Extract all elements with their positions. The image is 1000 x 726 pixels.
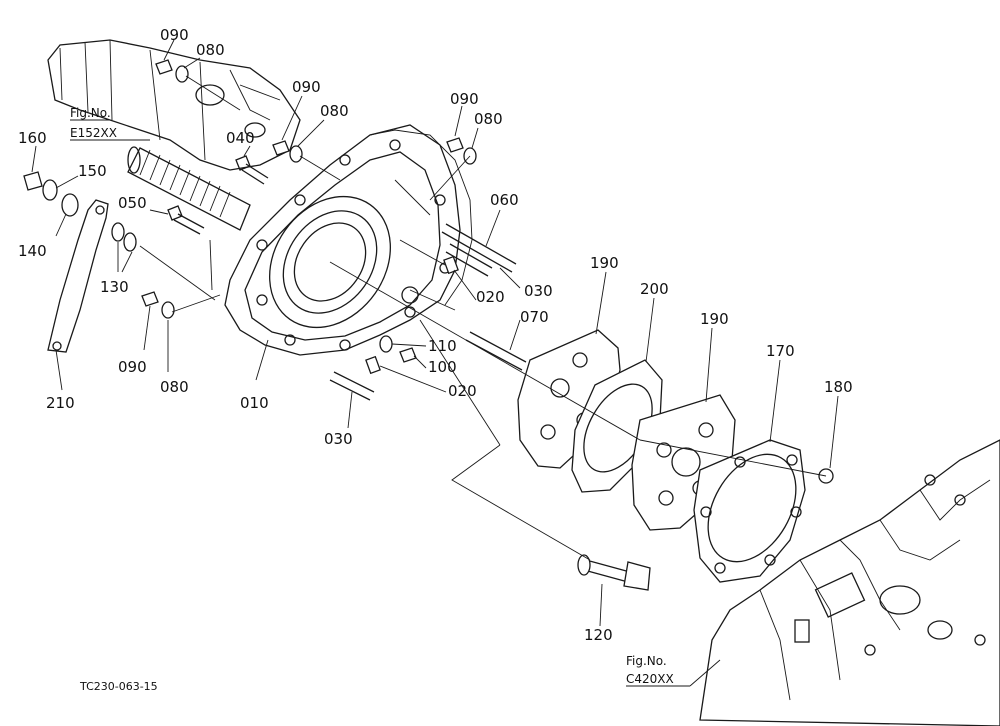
figure-ref-e152xx: Fig.No. E152XX xyxy=(70,106,117,140)
callout-label: 030 xyxy=(524,282,553,300)
callout-label: 020 xyxy=(448,382,477,400)
callout-label: 030 xyxy=(324,430,353,448)
callout-label: 010 xyxy=(240,394,269,412)
figure-ref-label: Fig.No. xyxy=(70,106,111,120)
callout-label: 080 xyxy=(160,378,189,396)
assembly-lines xyxy=(139,75,827,561)
callout-label: 120 xyxy=(584,626,613,644)
callout-label: 180 xyxy=(824,378,853,396)
callout-label: 080 xyxy=(196,41,225,59)
hardware-drawing xyxy=(23,59,834,591)
callout-labels: 090 080 090 080 090 080 160 150 140 040 … xyxy=(18,26,853,644)
callout-label: 190 xyxy=(590,254,619,272)
callout-label: 040 xyxy=(226,129,255,147)
callout-label: 200 xyxy=(640,280,669,298)
lower-housing-drawing xyxy=(699,439,1000,726)
callout-label: 170 xyxy=(766,342,795,360)
callout-label: 110 xyxy=(428,337,457,355)
callout-label: 210 xyxy=(46,394,75,412)
flange-case-drawing xyxy=(224,124,473,356)
upper-housing-drawing xyxy=(47,39,301,171)
callout-label: 150 xyxy=(78,162,107,180)
callout-label: 140 xyxy=(18,242,47,260)
callout-label: 160 xyxy=(18,129,47,147)
callout-label: 070 xyxy=(520,308,549,326)
figure-ref-label: Fig.No. xyxy=(626,654,667,668)
callout-label: 090 xyxy=(450,90,479,108)
callout-label: 080 xyxy=(320,102,349,120)
callout-label: 090 xyxy=(160,26,189,44)
figure-ref-code: C420XX xyxy=(626,672,674,686)
callout-label: 130 xyxy=(100,278,129,296)
callout-label: 190 xyxy=(700,310,729,328)
callout-label: 090 xyxy=(118,358,147,376)
splined-shaft xyxy=(127,146,251,231)
callout-label: 090 xyxy=(292,78,321,96)
callout-label: 080 xyxy=(474,110,503,128)
leader-lines xyxy=(31,39,839,687)
figure-ref-code: E152XX xyxy=(70,126,117,140)
callout-label: 060 xyxy=(490,191,519,209)
callout-label: 100 xyxy=(428,358,457,376)
figure-ref-c420xx: Fig.No. C420XX xyxy=(626,654,674,686)
drawing-code: TC230-063-15 xyxy=(79,680,158,693)
callout-label: 020 xyxy=(476,288,505,306)
callout-label: 050 xyxy=(118,194,147,212)
